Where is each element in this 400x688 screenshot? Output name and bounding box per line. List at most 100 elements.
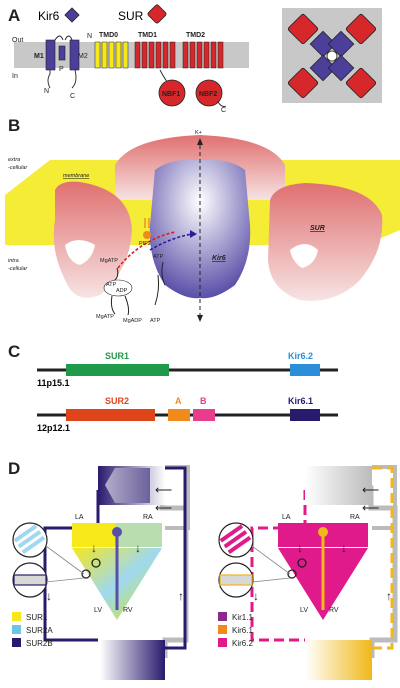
sur1-gene	[66, 364, 169, 376]
kir6-n-tail	[47, 70, 51, 89]
nbf-site	[103, 279, 133, 297]
tmd2-helix-4	[203, 41, 210, 69]
left-zoom-connector-2	[45, 577, 85, 583]
sur2-gene	[66, 409, 155, 421]
extracellular-line2: -cellular	[8, 165, 28, 171]
pip2-activation-arrow	[149, 233, 193, 251]
exon-b-label: B	[200, 396, 207, 406]
right-up-arrow: ↑	[386, 589, 392, 603]
right-av-marker-1	[287, 569, 297, 579]
pore-center	[326, 50, 338, 62]
sur-diamond-icon	[147, 4, 167, 24]
membrane-label: membrane	[63, 173, 89, 179]
right-down-arrow-1: ↓	[297, 541, 303, 555]
sur-right-lobe	[268, 183, 383, 301]
tmd2-helix-3	[196, 41, 203, 69]
right-yellow-vessel	[355, 466, 394, 650]
right-ra-label: RA	[350, 514, 360, 521]
legend-right-label-2: Kir6.1	[232, 626, 253, 635]
c-left-label: C	[70, 93, 75, 100]
tmd0-label: TMD0	[99, 32, 118, 39]
left-down-arrow-2: ↓	[135, 541, 141, 555]
sur2-label: SUR2	[105, 396, 129, 406]
right-rv-label: RV	[329, 607, 339, 614]
mgadp-label: MgADP	[123, 318, 142, 324]
panel-a: A Kir6 SUR Out In M1 P M2 N C N TMD0 TMD…	[8, 4, 382, 114]
tmd1-segments	[134, 41, 176, 69]
n-right-label: N	[87, 33, 92, 40]
left-zoom-connector-1	[45, 545, 85, 575]
kir6-top-view-2	[327, 30, 355, 58]
left-circulation-diagram: ⟵ ⟵ LA RA LV RV ↓ ↓ ↓ ↑	[12, 465, 190, 680]
atp-bottom-curve	[154, 274, 160, 306]
exon-a-label: A	[175, 396, 182, 406]
sur-label: SUR	[118, 9, 144, 23]
mgatp-activation-arrow	[117, 231, 176, 269]
right-gray-right-vessel	[372, 465, 397, 530]
adp-small-label: ADP	[116, 288, 128, 294]
left-up-arrow: ↑	[178, 589, 184, 603]
right-arrow-top2: ⟵	[362, 501, 379, 515]
exon-a	[168, 409, 190, 421]
tmd2-helix-6	[217, 41, 224, 69]
intracellular-line1: intra	[8, 258, 19, 264]
left-av-marker-1	[81, 569, 91, 579]
p-label: P	[59, 66, 64, 73]
nbf2-domain	[195, 79, 223, 107]
kir6-loop2	[64, 35, 73, 41]
atp-inhibition-curve	[161, 261, 166, 286]
pip2-head	[143, 231, 151, 239]
blue-arrow-head	[190, 230, 197, 238]
c-right-label: C	[221, 107, 226, 114]
tmd0-helix-4	[115, 41, 122, 69]
left-lv-label: LV	[94, 607, 102, 614]
left-la-label: LA	[75, 514, 84, 521]
tmd2-helix-1	[182, 41, 189, 69]
locus-12p: 12p12.1	[37, 423, 70, 433]
tmd0-segments	[94, 41, 129, 69]
legend-right-swatch-1	[218, 612, 227, 621]
left-vessel-cross-section	[13, 574, 47, 586]
sur-label-b: SUR	[310, 225, 325, 232]
tmd1-helix-2	[141, 41, 148, 69]
nbf1-label: NBF1	[162, 91, 180, 98]
sur-top-view-1	[287, 13, 319, 45]
panel-d: D ⟵ ⟵ LA RA LV RV ↓ ↓	[8, 459, 398, 680]
right-sa-node	[318, 527, 328, 537]
legend-left-label-2: SUR2A	[26, 626, 53, 635]
right-down-arrow-3: ↓	[253, 589, 259, 603]
kir6-label: Kir6	[38, 9, 60, 23]
legend-right-swatch-2	[218, 625, 227, 634]
tmd1-helix-4	[155, 41, 162, 69]
right-vessel-cross-section	[219, 574, 253, 586]
right-circulation-diagram: ⟵ ⟵ LA RA LV RV ↓ ↓ ↓ ↑	[218, 465, 398, 680]
nbf2-label: NBF2	[199, 91, 217, 98]
tmd1-helix-3	[148, 41, 155, 69]
left-navy-vessel-left	[43, 490, 100, 642]
tmd2-segments	[182, 41, 224, 69]
kir6-diamond-icon	[64, 7, 80, 23]
kir62-label: Kir6.2	[288, 351, 313, 361]
tmd2-label: TMD2	[186, 32, 205, 39]
sur-left-pocket	[65, 240, 95, 265]
nbf1-domain	[158, 79, 186, 107]
tmd1-label: TMD1	[138, 32, 157, 39]
kir6-m1-segment	[45, 39, 56, 71]
right-cardiomyocyte-pattern	[219, 524, 252, 555]
tmd2-helix-2	[189, 41, 196, 69]
left-atria-band-blue	[115, 523, 162, 547]
panel-b-letter: B	[8, 116, 20, 135]
legend-left-swatch-2	[12, 625, 21, 634]
mgatp-bottom-label: MgATP	[96, 314, 114, 320]
in-label: In	[12, 73, 18, 80]
legend-left-swatch-3	[12, 638, 21, 647]
atp-center-label: ATP	[153, 254, 164, 260]
legend-right-label-1: Kir1.1	[232, 613, 253, 622]
out-label: Out	[12, 37, 23, 44]
k-arrow-up	[197, 138, 203, 145]
sur-left-lobe	[53, 181, 132, 298]
left-down-arrow-1: ↓	[91, 541, 97, 555]
k-arrow-down	[197, 315, 203, 322]
